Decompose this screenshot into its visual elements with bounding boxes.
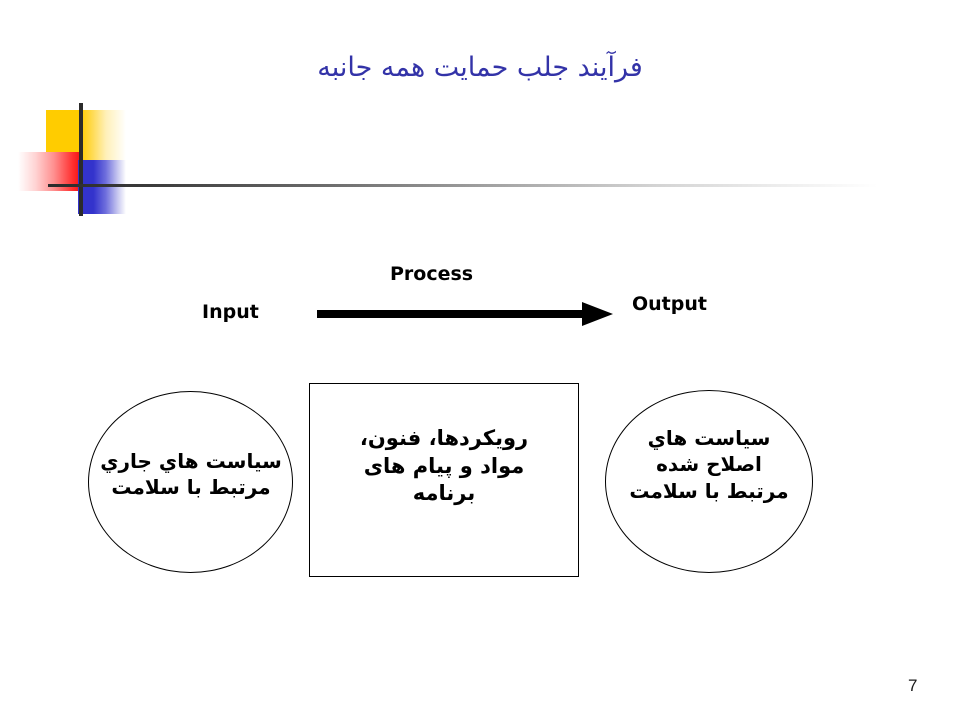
output-circle-shape [605,390,813,573]
output-label: Output [632,293,707,315]
horizontal-rule-decoration [48,184,878,187]
process-arrow-icon [317,302,613,326]
input-circle-text: سياست هاي جاري مرتبط با سلامت [100,449,282,500]
input-circle-shape [88,391,293,573]
vertical-rule-decoration [79,103,83,216]
page-title: فرآیند جلب حمایت همه جانبه [317,52,643,83]
process-box-text: رویکردها، فنون، مواد و پیام های برنامه [359,426,529,506]
process-box-shape [309,383,579,577]
arrow-head [582,302,613,326]
input-label: Input [202,301,259,323]
page-number: 7 [908,676,918,695]
blue-block-decoration [78,160,126,214]
output-circle-text: سياست هاي اصلاح شده مرتبط با سلامت [629,426,789,503]
process-label: Process [390,263,474,285]
